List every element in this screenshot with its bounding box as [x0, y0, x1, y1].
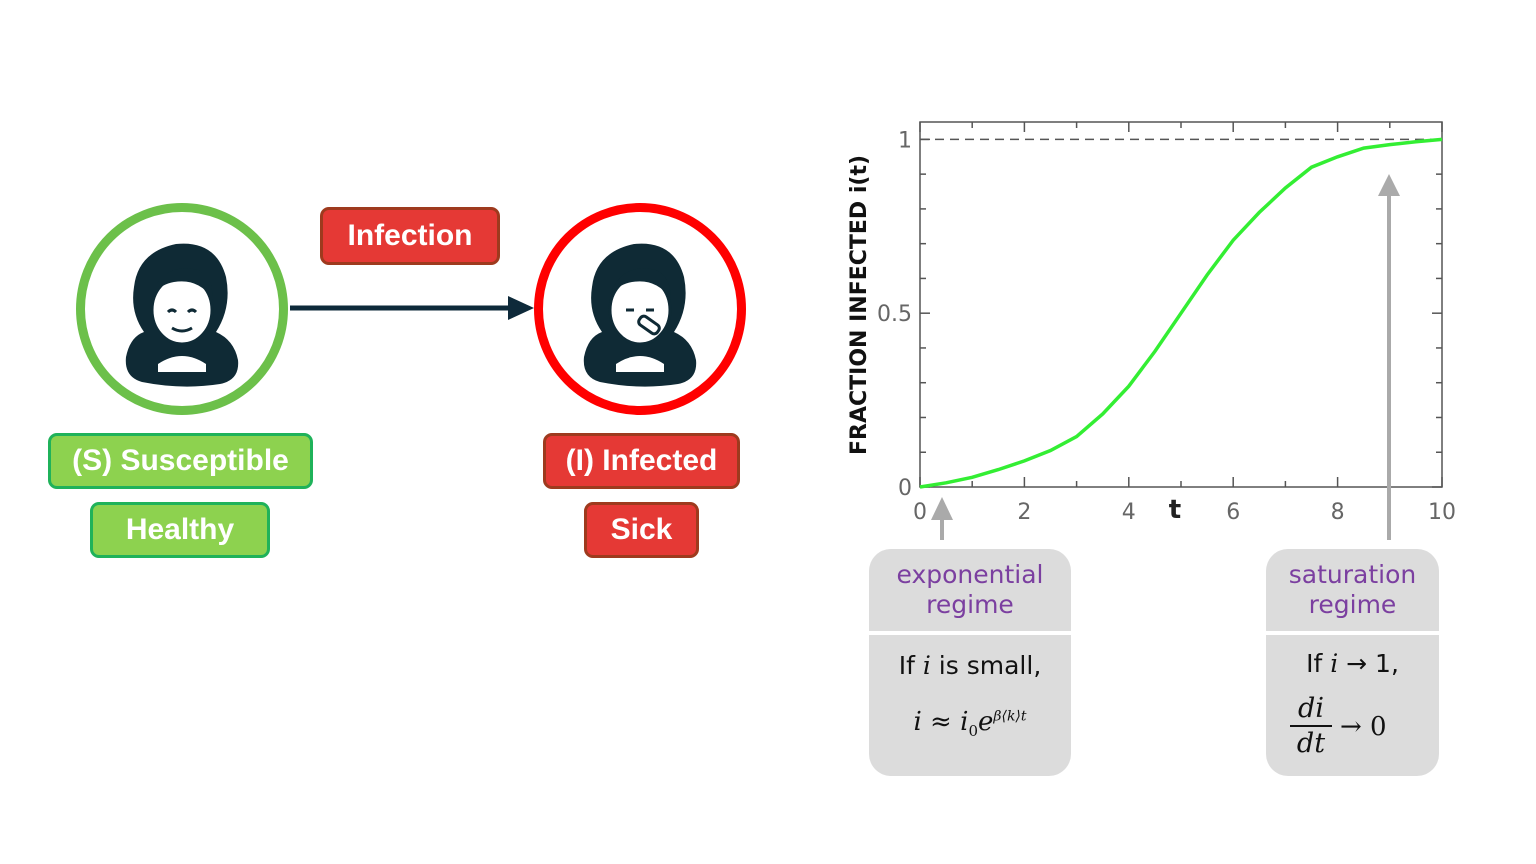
saturation-formula: di dt → 0: [1290, 693, 1387, 761]
saturation-pointer-arrow: [1378, 174, 1400, 540]
x-tick-label: 6: [1226, 500, 1240, 525]
x-axis-label: t: [1169, 495, 1181, 525]
x-tick-label: 2: [1017, 500, 1031, 525]
card-divider: [869, 631, 1071, 635]
infection-curve: [919, 137, 1443, 489]
infected-label: (I) Infected: [543, 433, 740, 489]
saturation-regime-text: If i → 1, di dt → 0: [1266, 635, 1439, 776]
infected-node: [534, 203, 746, 415]
card-divider: [1266, 631, 1439, 635]
x-tick-label: 8: [1331, 500, 1345, 525]
sick-person-icon: [583, 243, 697, 387]
x-tick-label: 10: [1428, 500, 1456, 525]
x-tick-label: 0: [913, 500, 927, 525]
y-tick-label: 0: [898, 476, 912, 501]
y-tick-label: 0.5: [877, 302, 912, 327]
susceptible-node: [76, 203, 288, 415]
y-tick-label: 1: [898, 128, 912, 153]
exponential-regime-text: If i is small, i ≈ i0eβ⟨k⟩t: [869, 635, 1071, 776]
infection-arrow-icon: [290, 296, 534, 320]
healthy-person-icon: [125, 243, 239, 387]
fraction-infected-chart: 0 2 4 6 8 10 0 0.5 1 t FRACTION INFECTED i(t): [847, 121, 1456, 540]
sick-label: Sick: [584, 502, 699, 558]
healthy-label: Healthy: [90, 502, 270, 558]
y-axis-label: FRACTION INFECTED i(t): [847, 155, 872, 455]
susceptible-label: (S) Susceptible: [48, 433, 313, 489]
exponential-formula: i ≈ i0eβ⟨k⟩t: [913, 707, 1027, 741]
exponential-regime-card: exponential regime If i is small, i ≈ i0…: [869, 549, 1071, 776]
exponential-pointer-arrow: [931, 497, 953, 540]
saturation-regime-title: saturation regime: [1288, 560, 1417, 619]
saturation-regime-card: saturation regime If i → 1, di dt → 0: [1266, 549, 1439, 776]
plot-frame: [919, 121, 1443, 488]
infection-label: Infection: [320, 207, 500, 265]
x-tick-label: 4: [1122, 500, 1136, 525]
exponential-regime-title: exponential regime: [896, 560, 1044, 619]
